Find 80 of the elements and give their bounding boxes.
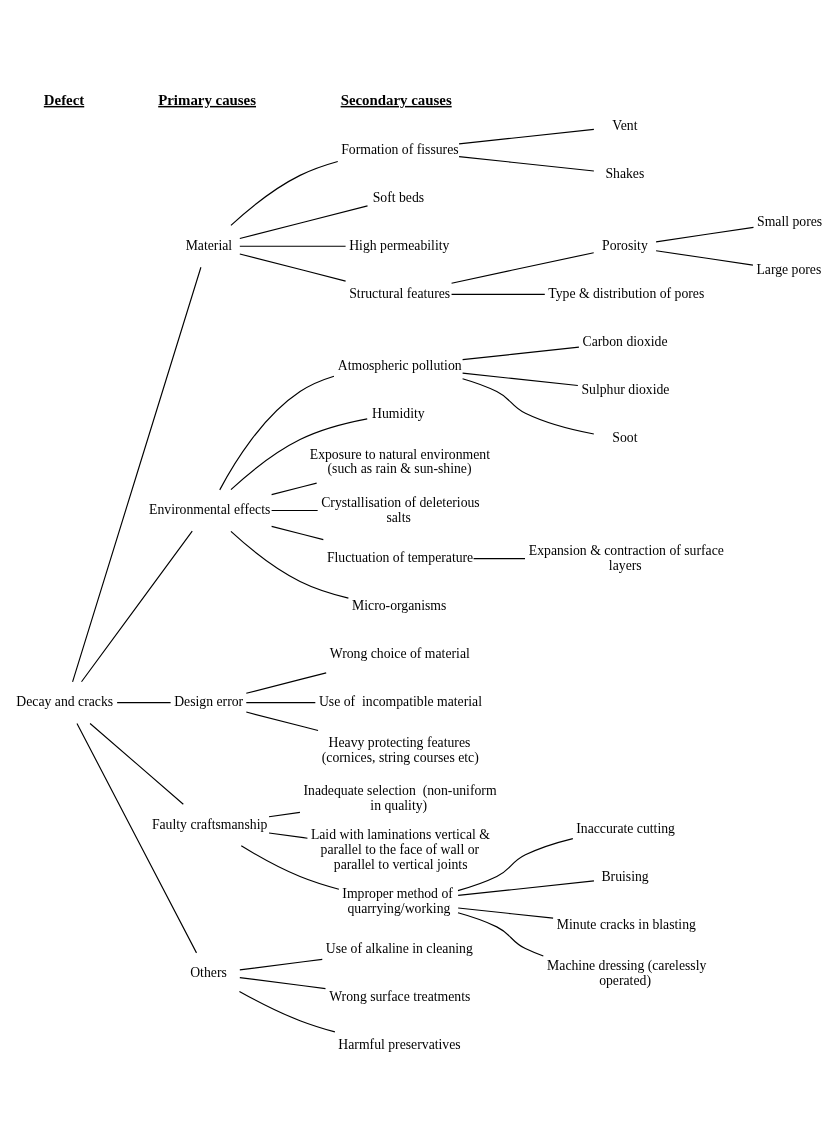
node-text: Soot	[612, 429, 638, 445]
connector	[245, 711, 319, 731]
node-text: Exposure to natural environment (such as rain & sun-shine)	[309, 446, 490, 476]
connector	[230, 160, 339, 226]
node-text: Design error	[174, 693, 244, 709]
connector	[451, 293, 546, 295]
connector	[230, 417, 368, 490]
connector	[76, 722, 198, 953]
node-text: Humidity	[372, 405, 425, 421]
node-text: Crystallisation of deleterious salts	[321, 494, 480, 524]
node-text: Formation of fissures	[341, 141, 459, 157]
node-text: Atmospheric pollution	[337, 357, 462, 373]
connector	[271, 525, 324, 540]
node-text: Shakes	[605, 165, 645, 181]
connector	[457, 837, 574, 891]
connector	[239, 976, 327, 989]
node-text: Fluctuation of temperature	[326, 549, 474, 565]
node-text: Carbon dioxide	[582, 333, 668, 349]
connector	[458, 155, 595, 172]
node-text: High permeability	[349, 237, 450, 253]
connector	[457, 879, 595, 896]
connector	[239, 252, 347, 282]
connector	[239, 204, 369, 239]
node-text: Harmful preservatives	[338, 1036, 461, 1052]
node-text: Micro-organisms	[352, 597, 447, 613]
node-text: Porosity	[602, 237, 648, 253]
connector	[245, 701, 316, 703]
connector	[116, 701, 172, 703]
node-text: Use of alkaline in cleaning	[325, 940, 473, 956]
connector	[271, 482, 318, 495]
node-text: Laid with laminations vertical & parallel to the face of wall or parallel to vertical joints	[310, 826, 490, 872]
connector	[473, 557, 526, 559]
connector	[72, 266, 202, 682]
node-text: Wrong choice of material	[329, 645, 470, 661]
node-text: Heavy protecting features (cornices, string courses etc)	[321, 734, 479, 765]
connector	[268, 831, 308, 839]
node-text: Use of incompatible material	[318, 693, 482, 709]
connector	[271, 509, 319, 511]
connector	[238, 990, 336, 1032]
node-text: Structural features	[349, 285, 451, 301]
connector	[239, 245, 347, 247]
connector	[462, 372, 579, 386]
connector	[462, 346, 580, 360]
node-text: Sulphur dioxide	[581, 381, 670, 397]
connector	[268, 811, 301, 817]
connector	[80, 530, 193, 682]
node-text: Environmental effects	[149, 501, 271, 517]
label: Defect	[43, 91, 85, 108]
node-text: Material	[185, 237, 233, 253]
connector	[655, 249, 754, 266]
label: Secondary causes	[340, 91, 452, 108]
node-text: Faulty craftsmanship	[151, 816, 268, 832]
connector	[219, 375, 335, 490]
label: Primary causes	[158, 91, 257, 108]
node-text: Minute cracks in blasting	[556, 916, 696, 932]
connector	[240, 844, 340, 890]
node-text: Improper method of quarrying/working	[342, 885, 453, 916]
node-text: Machine dressing (carelessly operated)	[547, 957, 707, 988]
node-text: Decay and cracks	[16, 693, 114, 709]
node-text: Vent	[612, 117, 638, 133]
connector	[230, 530, 349, 599]
connector	[655, 226, 755, 242]
node-text: Small pores	[757, 213, 823, 229]
connector	[89, 722, 184, 805]
connector	[245, 671, 327, 694]
connector	[457, 911, 544, 957]
node-text: Type & distribution of pores	[548, 285, 705, 301]
connector	[451, 251, 595, 284]
node-text: Inaccurate cutting	[576, 820, 675, 836]
connector	[239, 958, 323, 970]
node-text: Wrong surface treatments	[329, 988, 471, 1004]
connector	[458, 128, 595, 144]
node-text: Inadequate selection (non-uniform in quality)	[303, 782, 497, 813]
connector	[462, 377, 595, 435]
connector	[457, 906, 554, 919]
node-text: Soft beds	[372, 189, 425, 205]
node-text: Expansion & contraction of surface layers	[528, 542, 724, 573]
node-text: Bruising	[601, 868, 649, 884]
node-text: Others	[190, 964, 227, 980]
node-text: Large pores	[756, 261, 822, 277]
